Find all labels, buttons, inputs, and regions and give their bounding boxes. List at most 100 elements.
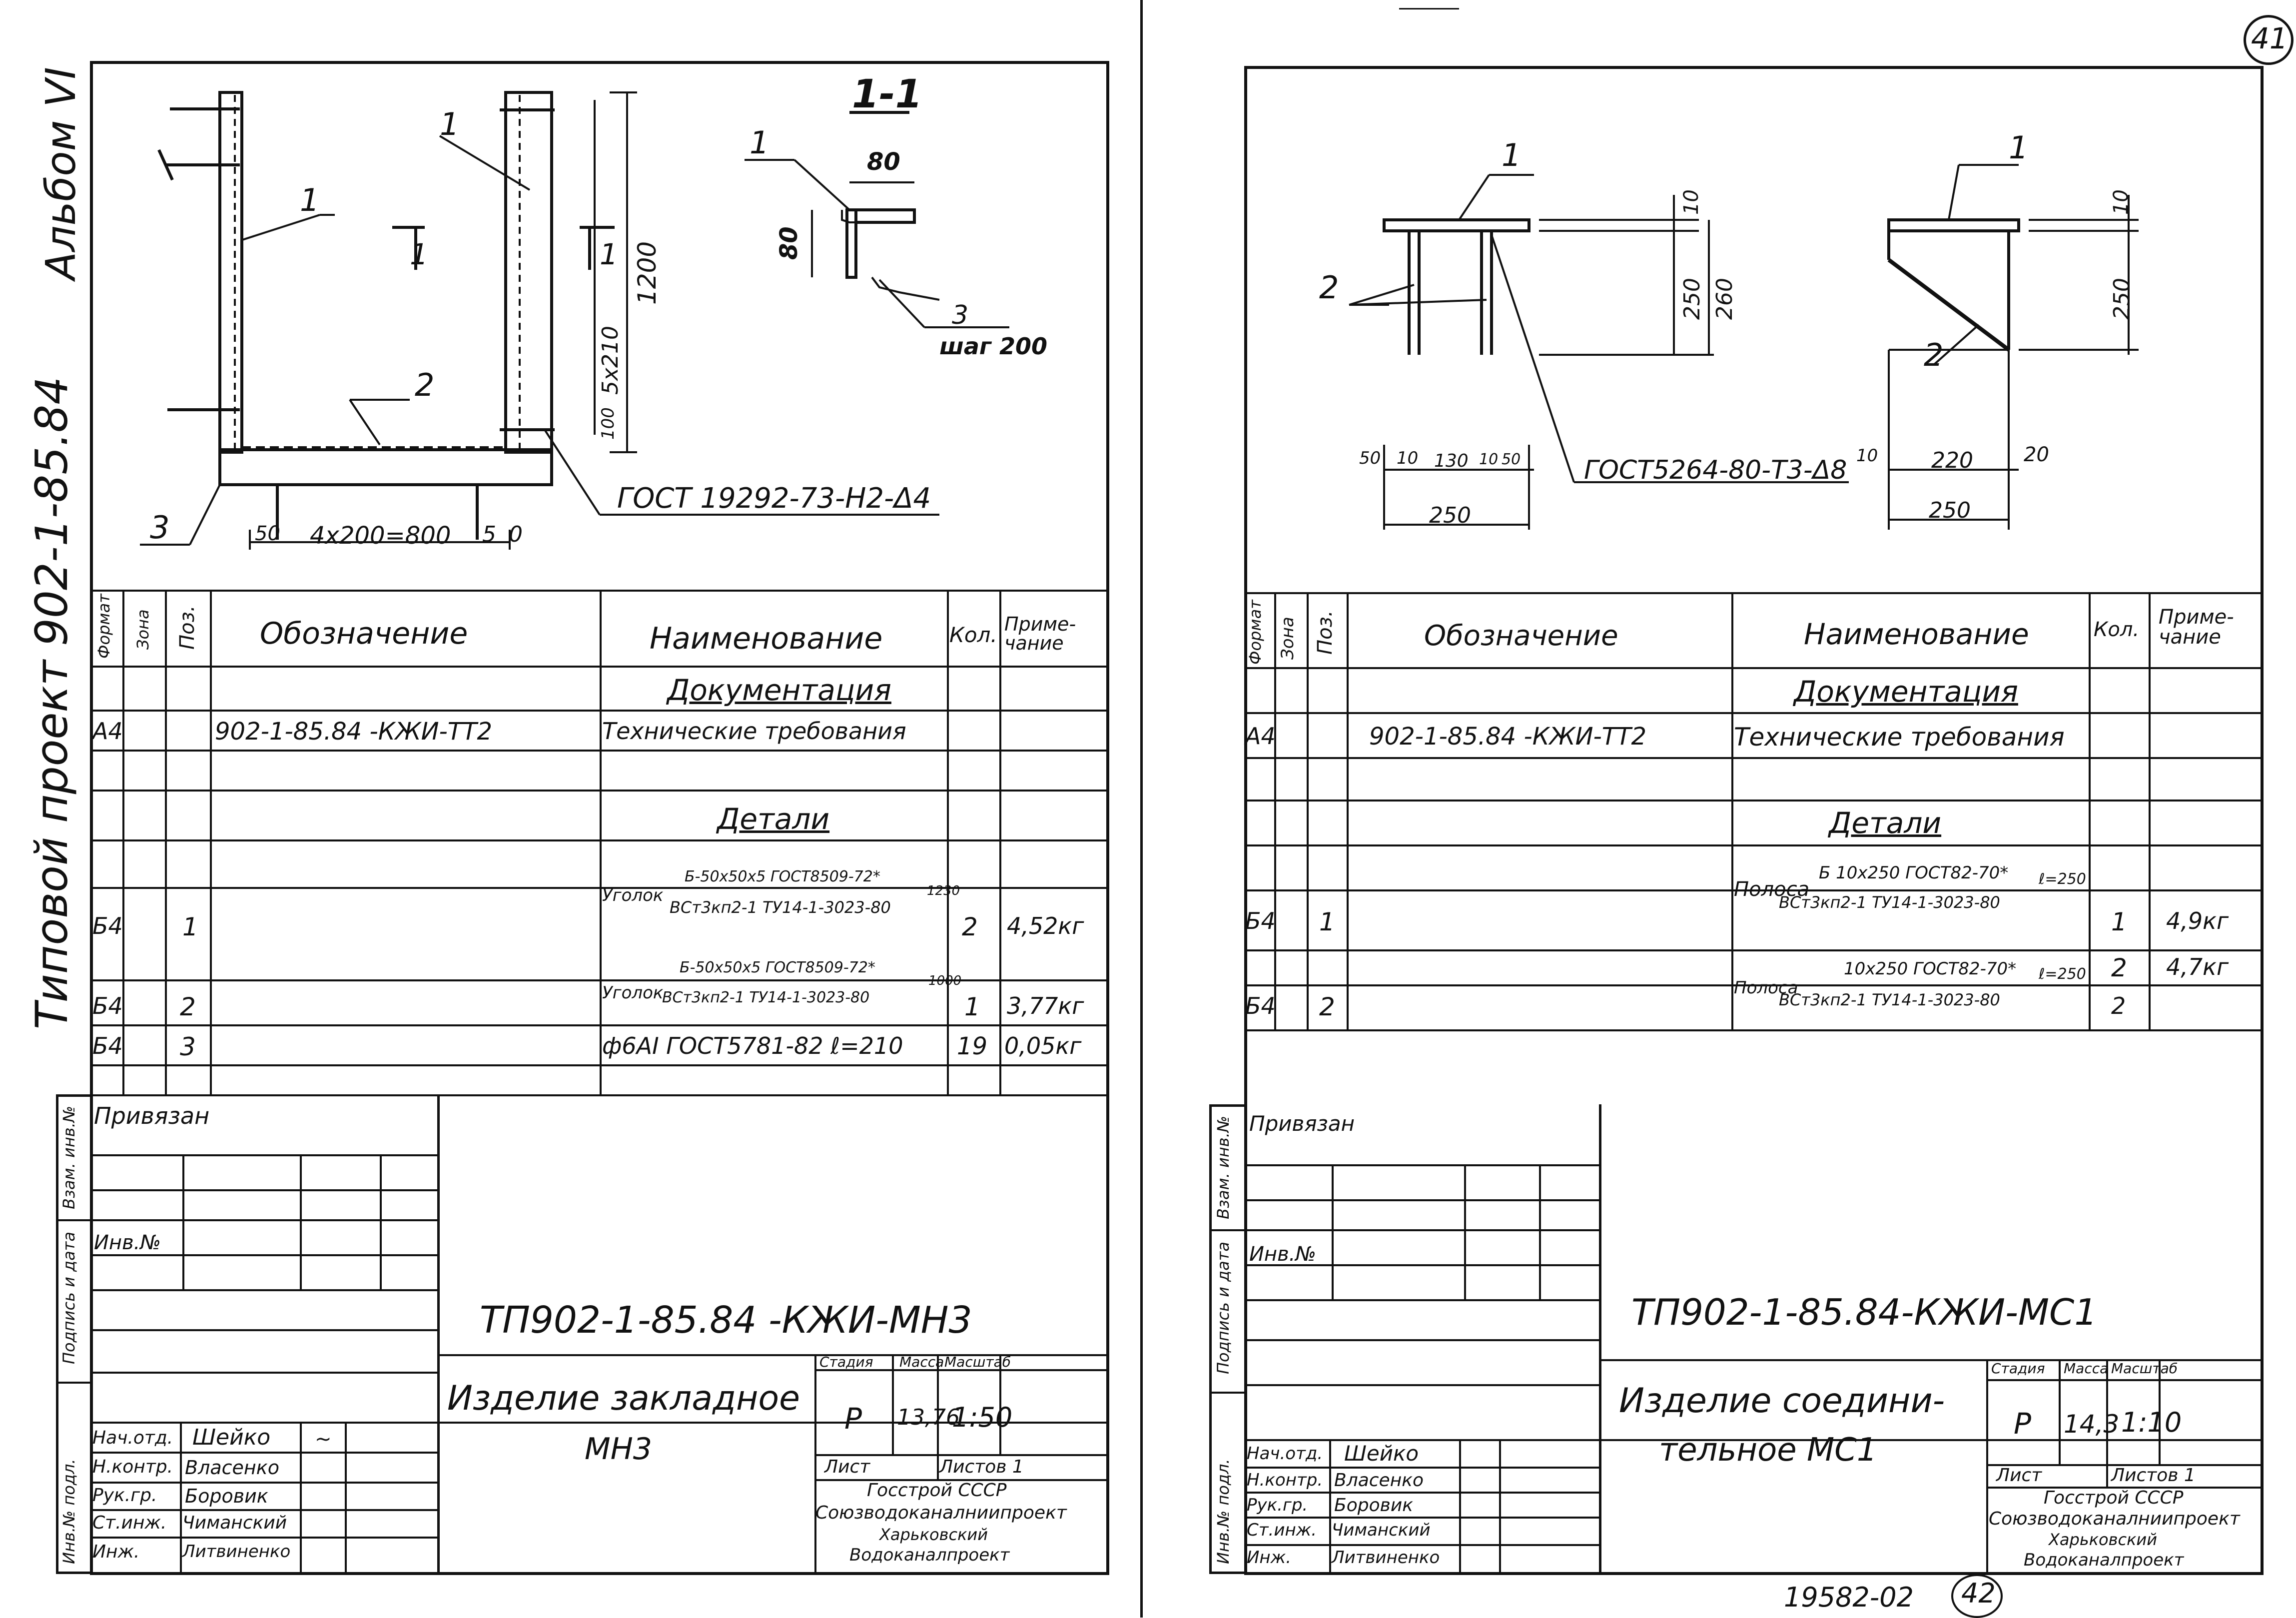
left-r3-pos: 2 <box>180 992 196 1021</box>
left-r2-name-len: 1230 <box>927 883 960 898</box>
left-r3-name-len: 1000 <box>928 973 962 988</box>
right-r3-format: Б4 <box>1245 992 1276 1019</box>
left-r3-format: Б4 <box>92 992 123 1019</box>
right-sheet: Лист <box>1996 1465 2042 1486</box>
left-person-role-1: Нач.отд. <box>92 1428 173 1448</box>
left-r4-qty: 19 <box>957 1032 988 1060</box>
right-r3-qty: 2 <box>2111 953 2127 982</box>
right-sheet-frame <box>1244 66 2264 1575</box>
left-sheets: Листов 1 <box>939 1457 1024 1477</box>
page-center-divider <box>1140 0 1143 1618</box>
right-dim-260: 260 <box>1712 278 1737 320</box>
side-label-project: Типовой проект 902-1-85.84 <box>26 376 77 1029</box>
left-mass-h: Масса <box>899 1354 944 1370</box>
right-r3-name-c: ВСт3кп2-1 ТУ14-1-3023-80 <box>1779 990 2000 1009</box>
right-person-name-3: Боровик <box>1334 1495 1413 1516</box>
left-stage-h: Стадия <box>819 1354 873 1370</box>
left-org-3: Харьковский <box>879 1525 988 1544</box>
right-h-format: Формат <box>1246 600 1265 665</box>
left-dim-1200: 1200 <box>633 241 662 305</box>
left-person-role-3: Рук.гр. <box>92 1485 157 1506</box>
right-r2-name-len: ℓ=250 <box>2039 870 2086 888</box>
right-r2-pos: 1 <box>1319 907 1335 936</box>
right-org-4: Водоканалпроект <box>2024 1550 2184 1570</box>
right-r3-name-len: ℓ=250 <box>2039 965 2086 983</box>
left-r2-name-b: Б-50х50х5 ГОСТ8509-72* <box>685 868 880 885</box>
right-dim-10a: 10 <box>1680 189 1703 215</box>
left-weld-note: ГОСТ 19292-73-Н2-Δ4 <box>617 482 931 515</box>
left-dim-100: 100 <box>598 407 618 440</box>
right-dim-c250: 250 <box>1929 498 1971 523</box>
right-title-1: Изделие соедини- <box>1619 1381 1945 1421</box>
left-r3-name-c: ВСт3кп2-1 ТУ14-1-3023-80 <box>662 989 870 1006</box>
left-title-1: Изделие закладное <box>447 1379 800 1418</box>
left-h-zone: Зона <box>133 609 152 650</box>
left-r4-pos: 3 <box>180 1032 196 1061</box>
left-sheet-frame <box>90 61 1109 1575</box>
left-pos-3s: 3 <box>952 300 969 330</box>
left-h-note: Приме-чание <box>1004 613 1076 654</box>
bottom-code: 19582-02 <box>1784 1582 1914 1613</box>
left-org-2: Союзводоканалниипроект <box>815 1503 1067 1523</box>
left-sheet: Лист <box>824 1457 870 1477</box>
right-dim-b50b: 50 <box>1502 451 1521 468</box>
right-person-name-5: Литвиненко <box>1332 1548 1440 1568</box>
right-inv: Инв.№ <box>1249 1243 1316 1266</box>
left-person-name-2: Власенко <box>185 1457 279 1479</box>
left-r3-note: 3,77кг <box>1007 992 1084 1019</box>
right-person-role-1: Нач.отд. <box>1247 1444 1323 1464</box>
left-code: ТП902-1-85.84 -КЖИ-МН3 <box>480 1299 972 1342</box>
left-privyazan: Привязан <box>94 1102 210 1129</box>
left-person-role-2: Н.контр. <box>92 1457 173 1477</box>
left-r2-name-c: ВСт3кп2-1 ТУ14-1-3023-80 <box>670 898 891 917</box>
left-pos-3: 3 <box>150 509 170 546</box>
left-side-label-2: Подпись и дата <box>59 1231 78 1364</box>
left-dim-sec-80h: 80 <box>775 226 803 260</box>
right-org-2: Союзводоканалниипроект <box>1989 1509 2240 1529</box>
left-pos-1c: 1 <box>750 124 769 161</box>
left-h-designation: Обозначение <box>260 616 468 651</box>
right-person-role-3: Рук.гр. <box>1247 1495 1308 1515</box>
left-r1-format: А4 <box>92 718 123 745</box>
right-dim-b50: 50 <box>1359 448 1381 468</box>
left-person-name-1: Шейко <box>192 1425 271 1450</box>
right-r2-name-a: Полоса <box>1734 878 1810 901</box>
left-scale: 1:50 <box>952 1402 1013 1433</box>
right-weld-note: ГОСТ5264-80-Т3-Δ8 <box>1584 455 1847 485</box>
right-org-3: Харьковский <box>2049 1530 2157 1549</box>
page-corner-number-text: 41 <box>2251 21 2288 55</box>
right-person-name-2: Власенко <box>1334 1470 1424 1491</box>
right-title-2: тельное МС1 <box>1659 1432 1877 1469</box>
left-side-label-3: Взам. инв.№ <box>59 1105 78 1209</box>
page-corner-number <box>2244 15 2294 65</box>
right-person-role-5: Инж. <box>1247 1548 1292 1568</box>
left-h-pos: Поз. <box>176 605 199 650</box>
right-h-qty: Кол. <box>2094 618 2140 641</box>
right-dim-c10: 10 <box>1856 446 1878 466</box>
right-r2-note: 4,9кг <box>2166 907 2229 934</box>
left-r3-name-b: Б-50х50х5 ГОСТ8509-72* <box>680 959 875 976</box>
right-pos-2a: 2 <box>1319 269 1339 306</box>
left-r4-format: Б4 <box>92 1032 123 1059</box>
right-dim-c220: 220 <box>1931 448 1973 473</box>
left-scale-h: Масштаб <box>944 1354 1011 1370</box>
right-r3-note: 4,7кг <box>2166 953 2229 980</box>
left-dim-bottom-0: 0 <box>509 522 523 547</box>
right-dim-b130: 130 <box>1434 451 1469 471</box>
left-r3-qty: 1 <box>964 992 980 1021</box>
right-h-designation: Обозначение <box>1424 620 1618 652</box>
bottom-number-circle <box>1951 1574 2003 1618</box>
right-r3-name-b: 10х250 ГОСТ82-70* <box>1844 959 2017 979</box>
left-section-label: 1-1 <box>852 72 922 117</box>
left-r4-note: 0,05кг <box>1004 1032 1082 1059</box>
right-r2-name-b: Б 10х250 ГОСТ82-70* <box>1819 863 2009 883</box>
right-h-name: Наименование <box>1804 617 2029 651</box>
right-stage: Р <box>2014 1407 2031 1441</box>
right-dim-10b: 10 <box>2110 189 2133 215</box>
right-org-1: Госстрой СССР <box>2044 1488 2184 1508</box>
left-stage: Р <box>844 1402 862 1436</box>
right-pos-1b: 1 <box>2009 129 2029 166</box>
right-dim-b10b: 10 <box>1479 451 1499 468</box>
right-dim-c20: 20 <box>2024 443 2049 466</box>
right-section-parts: Детали <box>1829 806 1942 840</box>
